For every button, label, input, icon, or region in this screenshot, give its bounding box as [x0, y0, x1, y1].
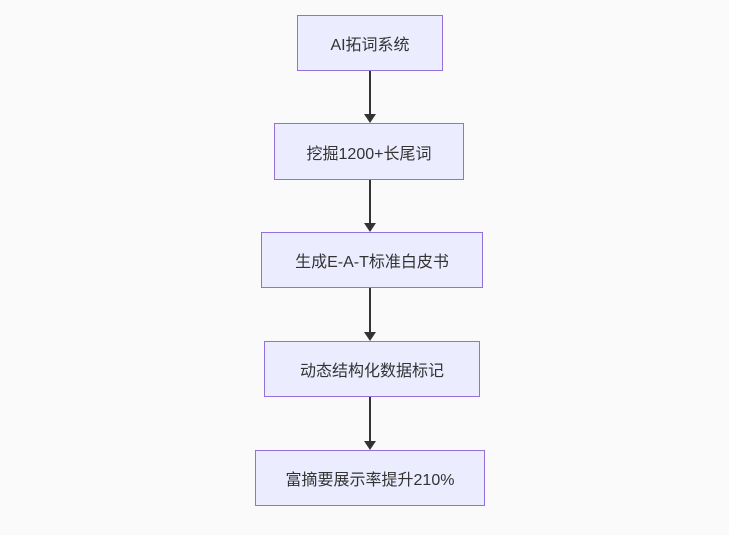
node-label: 挖掘1200+长尾词	[306, 145, 432, 163]
flow-arrow-2	[364, 180, 376, 232]
flowchart-node-rich-snippet-result: 富摘要展示率提升210%	[255, 450, 485, 506]
flowchart-node-structured-data: 动态结构化数据标记	[264, 341, 480, 397]
arrowhead-down-icon	[364, 441, 376, 450]
arrowhead-down-icon	[364, 332, 376, 341]
flow-arrow-3	[364, 288, 376, 341]
flowchart-node-longtail-mining: 挖掘1200+长尾词	[274, 123, 464, 180]
flowchart-node-ai-word-system: AI拓词系统	[297, 15, 443, 71]
flow-arrow-1	[364, 71, 376, 123]
node-label: 动态结构化数据标记	[299, 363, 444, 380]
arrowhead-down-icon	[364, 114, 376, 123]
flowchart-node-eat-whitepaper: 生成E-A-T标准白皮书	[261, 232, 483, 288]
node-label: 生成E-A-T标准白皮书	[295, 254, 449, 271]
node-label: AI拓词系统	[330, 37, 410, 54]
node-label: 富摘要展示率提升210%	[285, 472, 455, 489]
arrowhead-down-icon	[364, 223, 376, 232]
flow-arrow-4	[364, 397, 376, 450]
